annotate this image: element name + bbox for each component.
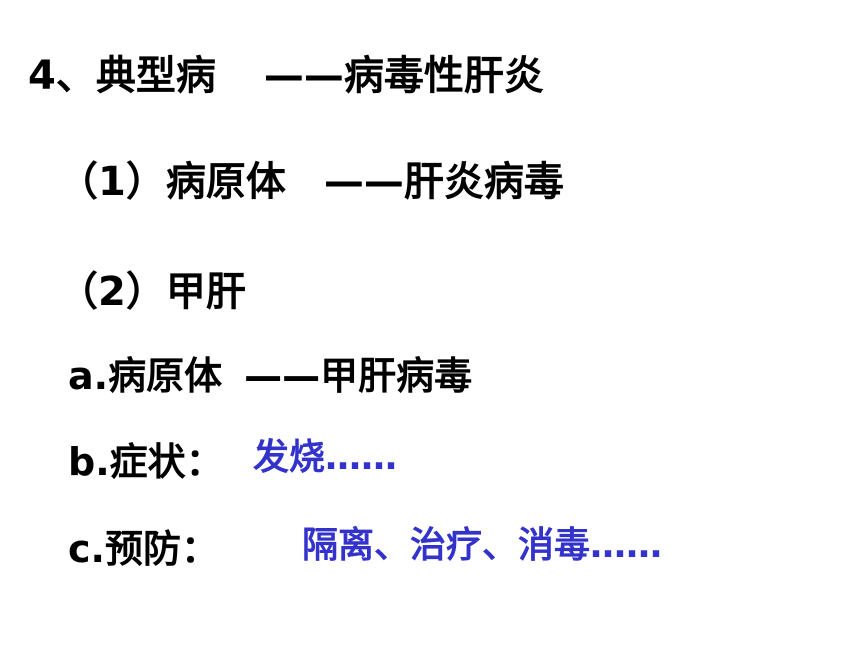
- heading-label: 4、典型病: [28, 53, 216, 99]
- hepatitis-a-label: （2）甲肝: [58, 269, 246, 315]
- slide-heading: 4、典型病 ——病毒性肝炎: [28, 56, 544, 96]
- heading-dash: ——: [263, 53, 344, 99]
- hepatitis-a-heading: （2）甲肝: [58, 272, 246, 312]
- item-c-label: c.预防：: [68, 527, 219, 571]
- item-a-line: a.病原体 ——甲肝病毒: [68, 357, 472, 395]
- item-b-label: b.症状：: [68, 440, 224, 484]
- pathogen-line: （1）病原体 ——肝炎病毒: [58, 162, 564, 202]
- item-b-value: 发烧……: [253, 437, 398, 478]
- pathogen-value: 肝炎病毒: [403, 159, 564, 205]
- item-a-value: 甲肝病毒: [320, 354, 473, 398]
- item-b-line: b.症状：: [68, 443, 224, 481]
- item-c-line: c.预防：: [68, 530, 219, 568]
- item-a-label: a.病原体: [68, 354, 223, 398]
- item-a-dash: ——: [244, 354, 321, 398]
- item-c-value: 隔离、治疗、消毒……: [302, 525, 663, 566]
- pathogen-dash: ——: [323, 159, 404, 205]
- heading-topic: 病毒性肝炎: [343, 53, 544, 99]
- pathogen-label: （1）病原体: [58, 159, 286, 205]
